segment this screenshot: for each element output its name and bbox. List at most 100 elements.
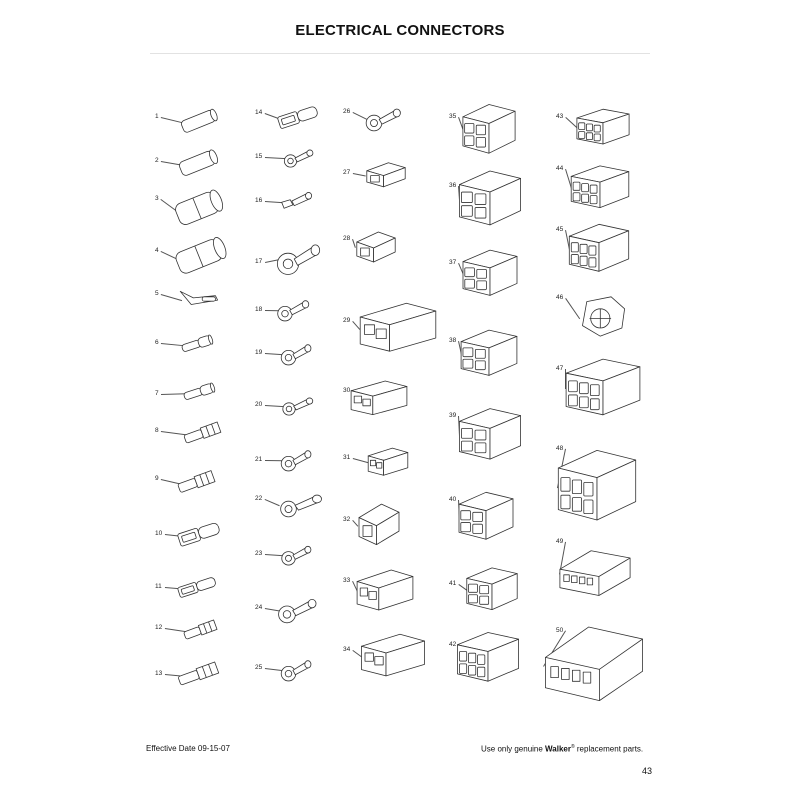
six-way-housing-icon bbox=[568, 223, 630, 272]
callout-44: 44 bbox=[556, 165, 564, 172]
callout-18: 18 bbox=[255, 306, 263, 313]
four-way-housing-icon bbox=[466, 567, 518, 610]
two-way-housing-icon bbox=[361, 633, 425, 677]
two-way-housing-icon bbox=[356, 569, 414, 611]
callout-7: 7 bbox=[155, 390, 159, 397]
callout-30: 30 bbox=[343, 387, 351, 394]
genuine-parts-notice: Use only genuine Walker® replacement par… bbox=[481, 744, 643, 754]
two-way-housing-icon bbox=[367, 447, 409, 476]
part-17 bbox=[276, 238, 324, 276]
part-5 bbox=[178, 288, 222, 310]
callout-50: 50 bbox=[556, 627, 564, 634]
one-way-housing-icon bbox=[366, 162, 406, 188]
part-34 bbox=[358, 628, 428, 680]
callout-6: 6 bbox=[155, 339, 159, 346]
four-way-housing-icon bbox=[462, 249, 518, 296]
sealed-housing-icon bbox=[559, 550, 631, 596]
callout-4: 4 bbox=[155, 247, 159, 254]
callout-39: 39 bbox=[449, 412, 457, 419]
bullet-connector-icon bbox=[181, 334, 214, 352]
part-31 bbox=[366, 444, 410, 478]
part-18 bbox=[276, 296, 312, 322]
part-26 bbox=[364, 104, 404, 132]
part-24 bbox=[276, 594, 320, 624]
two-way-housing-icon bbox=[350, 380, 408, 416]
pin-terminal-icon bbox=[178, 661, 220, 686]
ring-terminal-icon bbox=[283, 149, 314, 168]
callout-15: 15 bbox=[255, 153, 263, 160]
callout-29: 29 bbox=[343, 317, 351, 324]
ring-terminal-icon bbox=[282, 397, 314, 416]
callout-14: 14 bbox=[255, 109, 263, 116]
part-35 bbox=[460, 100, 518, 156]
part-48 bbox=[554, 444, 640, 524]
callout-46: 46 bbox=[556, 294, 564, 301]
callout-2: 2 bbox=[155, 157, 159, 164]
part-39 bbox=[456, 404, 524, 462]
four-way-housing-icon bbox=[460, 329, 518, 376]
callout-3: 3 bbox=[155, 195, 159, 202]
part-19 bbox=[280, 340, 314, 366]
four-way-housing-icon bbox=[458, 491, 514, 540]
part-14 bbox=[276, 102, 320, 132]
part-30 bbox=[348, 376, 410, 418]
callout-22: 22 bbox=[255, 495, 263, 502]
callout-21: 21 bbox=[255, 456, 263, 463]
part-33 bbox=[354, 564, 416, 614]
sealed-housing-icon bbox=[545, 626, 643, 702]
callout-40: 40 bbox=[449, 496, 457, 503]
brand-name: Walker bbox=[545, 744, 571, 754]
callout-26: 26 bbox=[343, 108, 351, 115]
callout-32: 32 bbox=[343, 516, 351, 523]
part-7 bbox=[182, 380, 216, 404]
page-title: ELECTRICAL CONNECTORS bbox=[295, 22, 505, 39]
ring-terminal-icon bbox=[281, 545, 312, 566]
callout-27: 27 bbox=[343, 169, 351, 176]
multi-way-housing-icon bbox=[565, 358, 641, 416]
part-1 bbox=[178, 108, 220, 133]
callout-17: 17 bbox=[255, 258, 263, 265]
callout-47: 47 bbox=[556, 365, 564, 372]
part-42 bbox=[454, 628, 522, 684]
round-housing-icon bbox=[582, 296, 625, 337]
part-25 bbox=[280, 656, 314, 682]
callout-10: 10 bbox=[155, 530, 163, 537]
part-8 bbox=[182, 420, 222, 446]
four-way-housing-icon bbox=[462, 104, 516, 154]
part-9 bbox=[176, 468, 216, 496]
two-way-housing-icon bbox=[359, 302, 437, 352]
effective-date: Effective Date 09-15-07 bbox=[146, 744, 230, 753]
butt-connector-icon bbox=[181, 108, 218, 133]
callout-19: 19 bbox=[255, 349, 263, 356]
part-16 bbox=[280, 188, 314, 214]
part-36 bbox=[456, 166, 524, 228]
callout-23: 23 bbox=[255, 550, 263, 557]
part-21 bbox=[280, 446, 314, 472]
insulated-female-disconnect-icon bbox=[177, 522, 220, 547]
callout-12: 12 bbox=[155, 624, 163, 631]
part-49 bbox=[556, 544, 634, 600]
part-38 bbox=[458, 326, 520, 378]
page-number: 43 bbox=[642, 766, 653, 776]
part-20 bbox=[280, 394, 316, 416]
part-47 bbox=[562, 354, 644, 418]
callout-11: 11 bbox=[155, 583, 162, 590]
callout-34: 34 bbox=[343, 646, 351, 653]
six-way-housing-icon bbox=[457, 632, 519, 682]
part-12 bbox=[182, 618, 218, 642]
multi-way-housing-icon bbox=[557, 450, 637, 521]
part-37 bbox=[460, 246, 520, 298]
callout-49: 49 bbox=[556, 538, 564, 545]
callout-5: 5 bbox=[155, 290, 159, 297]
part-29 bbox=[356, 296, 440, 356]
one-way-housing-icon bbox=[358, 503, 400, 545]
callout-20: 20 bbox=[255, 401, 263, 408]
ring-terminal-icon bbox=[280, 344, 312, 366]
callout-31: 31 bbox=[343, 454, 351, 461]
callout-43: 43 bbox=[556, 113, 564, 120]
part-22 bbox=[276, 490, 326, 518]
part-28 bbox=[352, 226, 400, 266]
one-way-housing-icon bbox=[356, 231, 396, 263]
part-44 bbox=[568, 162, 632, 210]
callout-13: 13 bbox=[155, 670, 163, 677]
